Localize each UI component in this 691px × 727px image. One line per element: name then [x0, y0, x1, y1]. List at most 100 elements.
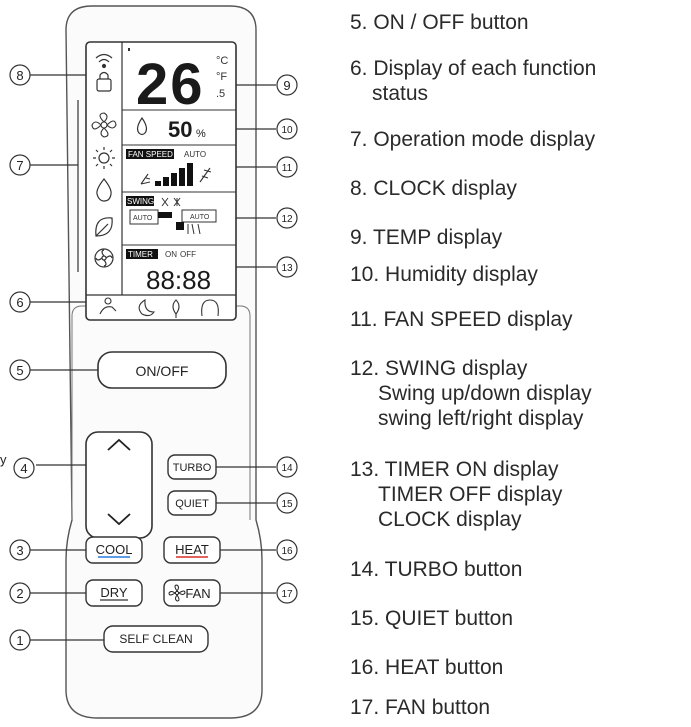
- heat-button[interactable]: HEAT: [163, 536, 221, 564]
- health-leaf-icon: [172, 299, 180, 318]
- legend-item-15: 15. QUIET button: [350, 607, 514, 630]
- moon-sleep-icon: [138, 298, 156, 317]
- callout-13: 13: [276, 256, 298, 278]
- legend-item-5: 5. ON / OFF button: [350, 11, 529, 34]
- callout-14: 14: [276, 456, 298, 478]
- callout-6: 6: [9, 291, 31, 313]
- svg-text:5: 5: [16, 363, 23, 378]
- humidity-readout: 50: [168, 117, 192, 142]
- callout-3: 3: [9, 539, 31, 561]
- fan-high-icon: [199, 167, 212, 183]
- temp-rocker[interactable]: [85, 431, 153, 539]
- wifi-icon: [95, 53, 113, 69]
- auto-mode-icon: [94, 248, 114, 268]
- svg-text:14: 14: [281, 463, 293, 474]
- remote-diagram: 26 °C °F .5 50 % FAN SPEED AUTO SWING AU…: [0, 5, 298, 719]
- quiet-button[interactable]: QUIET: [167, 490, 217, 516]
- turbo-button[interactable]: TURBO: [167, 454, 217, 480]
- legend-item-7: 7. Operation mode display: [350, 128, 596, 151]
- selfclean-button-label: SELF CLEAN: [119, 632, 192, 646]
- chevron-down-icon[interactable]: [107, 513, 131, 526]
- fan-button-icon: [168, 584, 186, 602]
- dry-button[interactable]: DRY: [85, 579, 143, 607]
- svg-text:13: 13: [281, 263, 293, 274]
- legend-item-8: 8. CLOCK display: [350, 177, 517, 200]
- fan-auto-label: AUTO: [184, 150, 206, 159]
- callout-11: 11: [276, 156, 298, 178]
- svg-text:16: 16: [281, 546, 293, 557]
- timer-off-label: OFF: [180, 250, 196, 259]
- svg-text:11: 11: [282, 163, 293, 174]
- timer-on-label: ON: [165, 250, 177, 259]
- svg-text:17: 17: [281, 589, 293, 600]
- onoff-button[interactable]: ON/OFF: [97, 351, 227, 389]
- callout-12: 12: [276, 207, 298, 229]
- svg-text:.5: .5: [216, 88, 225, 100]
- legend-item-17: 17. FAN button: [350, 696, 491, 719]
- sun-heat-icon: [93, 147, 115, 169]
- swing-label: SWING: [127, 197, 154, 206]
- svg-text:6: 6: [16, 295, 23, 310]
- fan-button-label: FAN: [185, 586, 210, 601]
- legend-item-14: 14. TURBO button: [350, 558, 523, 581]
- fan-button[interactable]: FAN: [163, 579, 221, 607]
- callout-17: 17: [276, 582, 298, 604]
- temp-readout: 26: [136, 52, 205, 117]
- svg-text:2: 2: [16, 586, 23, 601]
- quiet-button-label: QUIET: [175, 498, 209, 510]
- callout-4: 4: [13, 457, 35, 479]
- chevron-up-icon[interactable]: [107, 438, 131, 451]
- callout-9: 9: [276, 74, 298, 96]
- swing-louver-icon: [161, 197, 181, 207]
- cool-button[interactable]: COOL: [85, 536, 143, 564]
- fan-low-icon: [140, 173, 151, 185]
- legend-item-9: 9. TEMP display: [350, 226, 503, 249]
- svg-text:°F: °F: [216, 71, 227, 83]
- swing-auto-right: AUTO: [190, 214, 210, 221]
- onoff-button-label: ON/OFF: [136, 363, 189, 379]
- heat-button-label: HEAT: [175, 542, 209, 557]
- fan-mode-icon: [91, 112, 117, 138]
- swing-auto-left: AUTO: [133, 215, 153, 222]
- fan-speed-bars: [155, 163, 193, 186]
- svg-text:°C: °C: [216, 55, 228, 67]
- legend-item-11: 11. FAN SPEED display: [350, 308, 573, 331]
- clock-readout: 88:88: [146, 265, 211, 295]
- legend-item-10: 10. Humidity display: [350, 263, 538, 286]
- turbo-button-label: TURBO: [173, 462, 212, 474]
- legend-item-16: 16. HEAT button: [350, 656, 504, 679]
- callout-15: 15: [276, 492, 298, 514]
- refresh-arc-icon: [201, 299, 219, 317]
- leaf-eco-icon: [95, 217, 113, 237]
- callout-16: 16: [276, 539, 298, 561]
- droplet-icon: [136, 116, 148, 136]
- svg-text:12: 12: [281, 214, 293, 225]
- svg-text:8: 8: [16, 68, 23, 83]
- callout-5: 5: [9, 359, 31, 381]
- svg-text:7: 7: [16, 158, 23, 173]
- cut-off-text: y: [0, 452, 7, 467]
- svg-text:1: 1: [16, 633, 23, 648]
- humidity-unit: %: [196, 128, 206, 140]
- callout-2: 2: [9, 582, 31, 604]
- svg-text:15: 15: [281, 499, 293, 510]
- drop-dry-icon: [96, 178, 112, 202]
- selfclean-button[interactable]: SELF CLEAN: [103, 625, 209, 653]
- temp-unit-icons: °C °F .5: [216, 55, 228, 100]
- svg-text:3: 3: [16, 543, 23, 558]
- lock-icon: [96, 71, 112, 92]
- callout-10: 10: [276, 118, 298, 140]
- sleep-person-icon: [99, 297, 117, 315]
- svg-text:4: 4: [20, 461, 27, 476]
- timer-label: TIMER: [128, 250, 153, 259]
- svg-text:9: 9: [283, 78, 290, 93]
- callout-8: 8: [9, 64, 31, 86]
- legend-list: 5. ON / OFF button 6. Display of each fu…: [340, 0, 691, 727]
- fan-speed-label: FAN SPEED: [128, 150, 173, 159]
- callout-1: 1: [9, 629, 31, 651]
- cool-button-label: COOL: [96, 542, 133, 557]
- dry-button-label: DRY: [100, 585, 128, 600]
